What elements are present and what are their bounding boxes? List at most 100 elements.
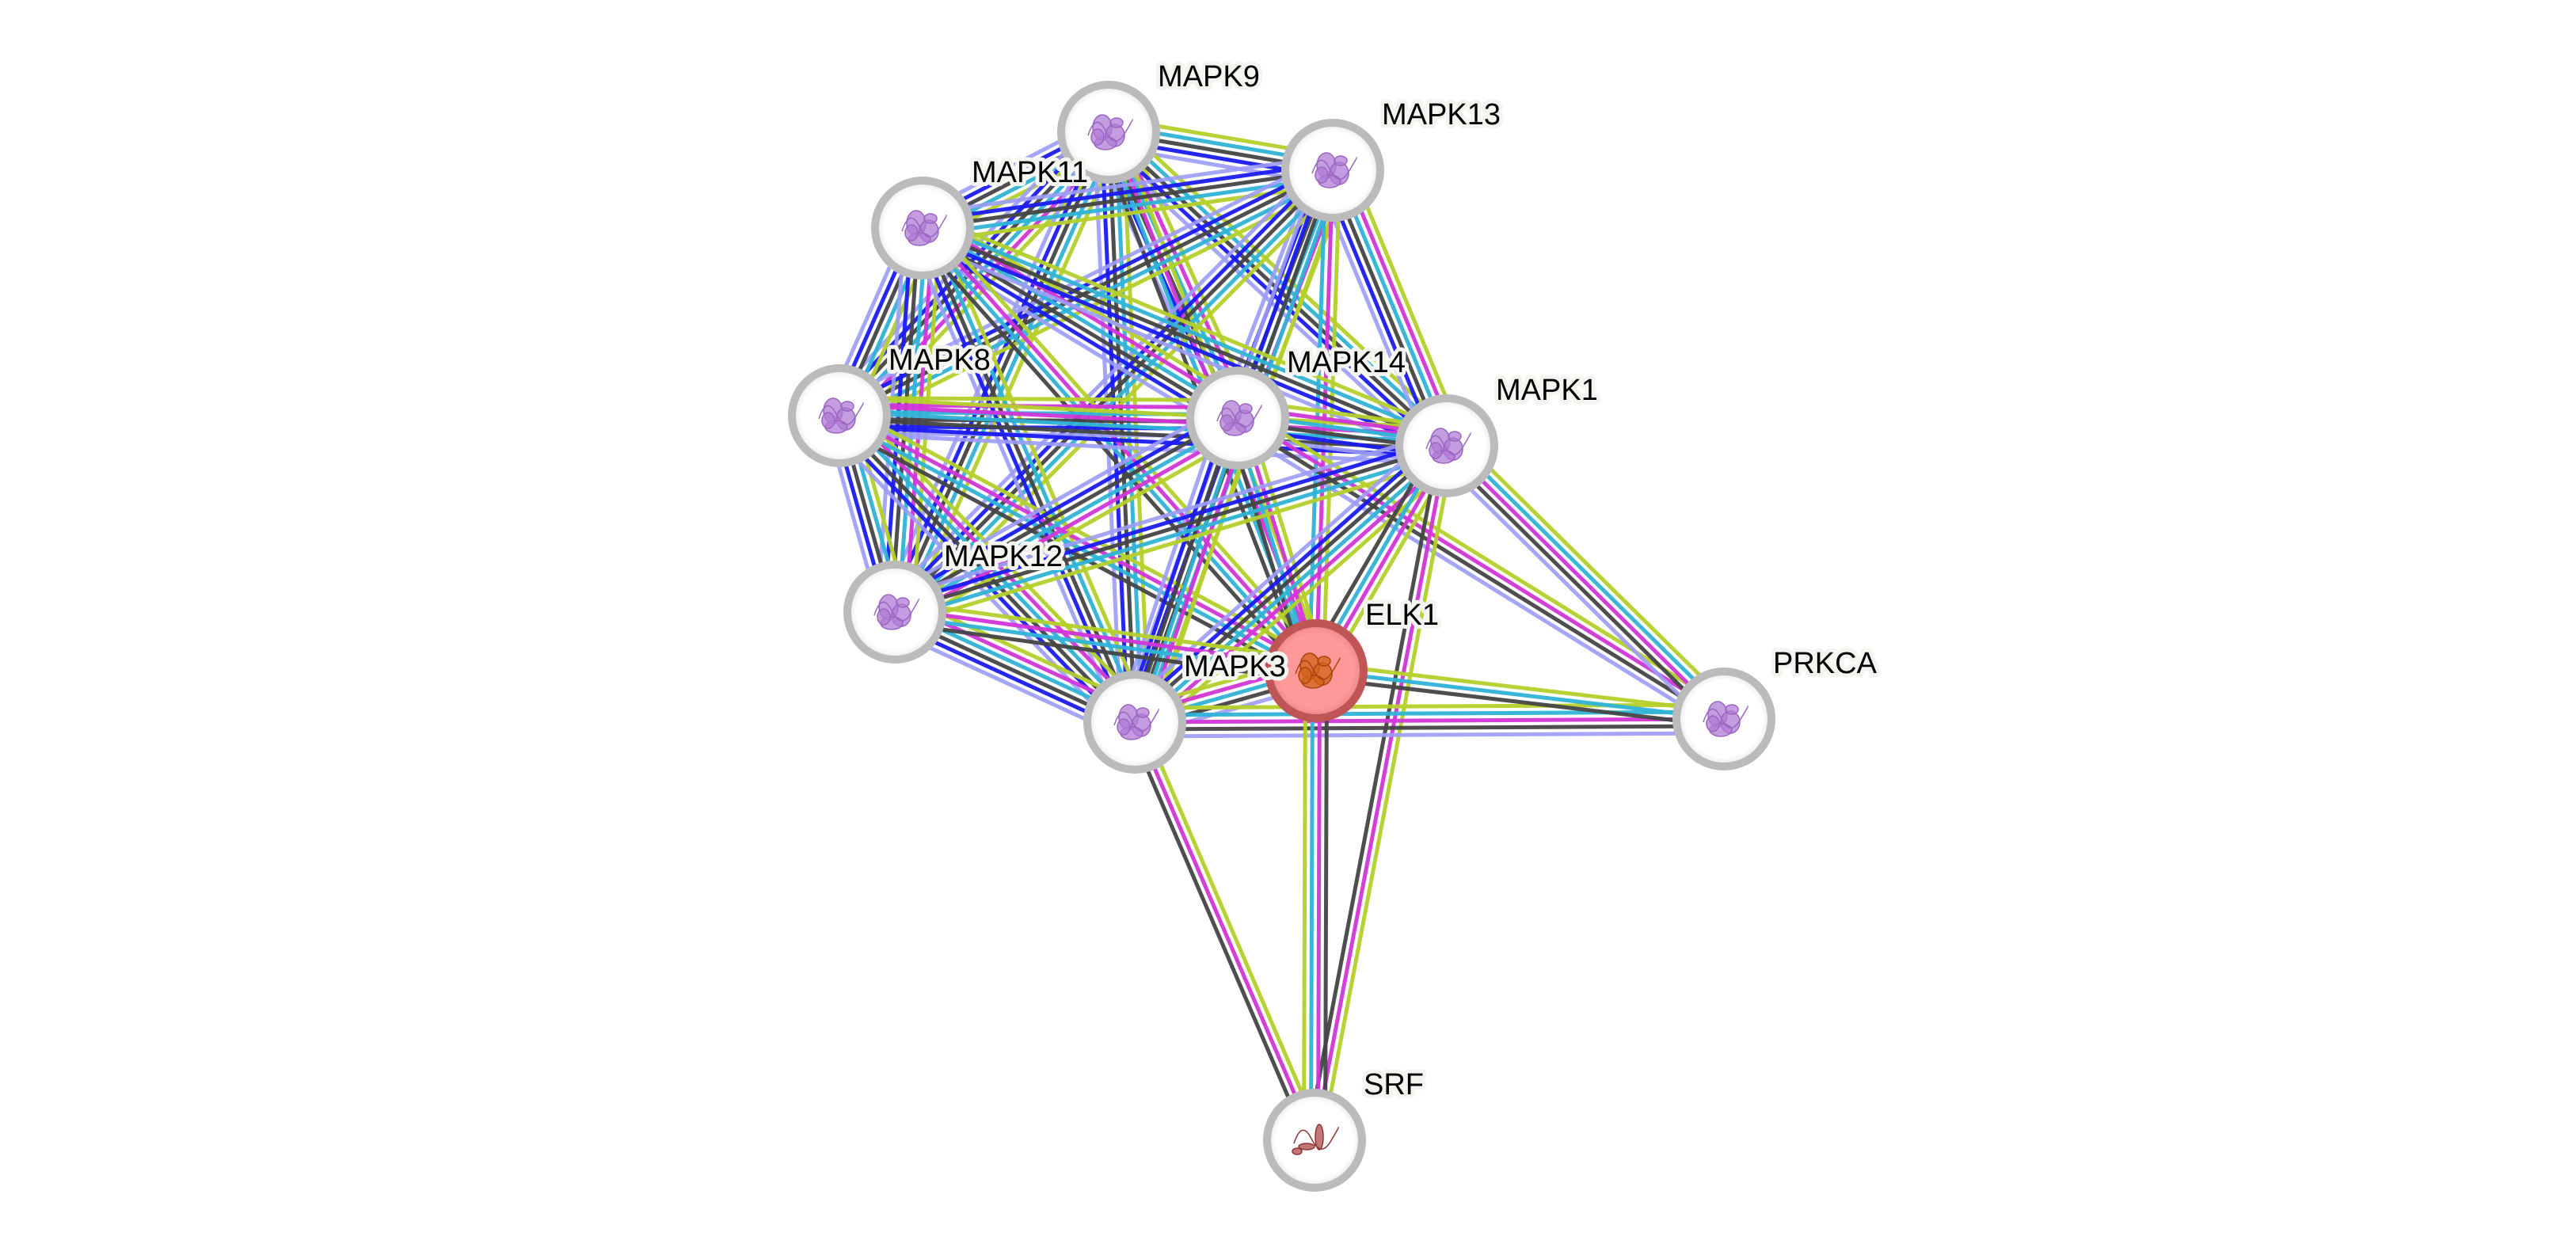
evidence-line-database (896, 451, 1450, 622)
evidence-line-coexpression (1131, 441, 1446, 721)
node-mapk8[interactable] (788, 364, 891, 467)
node-label-mapk8: MAPK8 (888, 344, 991, 377)
evidence-line-coexpression (1305, 443, 1442, 1139)
node-label-elk1: ELK1 (1365, 599, 1439, 632)
evidence-line-textmining (1139, 718, 1323, 1139)
protein-structure-icon (1703, 701, 1749, 737)
evidence-line-experiments (1445, 444, 1726, 721)
evidence-line-textmining (927, 213, 1453, 435)
evidence-line-experiments (899, 425, 1244, 623)
node-label-mapk3: MAPK3 (1184, 650, 1286, 683)
evidence-line-homology (1435, 455, 1716, 731)
node-mapk1[interactable] (1395, 394, 1498, 497)
edge-mapk1-mapk12[interactable] (890, 430, 1452, 628)
evidence-line-cooccurrence (1126, 436, 1441, 716)
node-label-mapk9: MAPK9 (1158, 60, 1260, 93)
evidence-line-experiments (1312, 445, 1449, 1141)
evidence-line-coexpression (893, 169, 1334, 614)
evidence-line-experiments (1117, 127, 1250, 415)
node-label-prkca: PRKCA (1773, 647, 1878, 680)
evidence-line-coexpression (892, 413, 1238, 611)
evidence-line-textmining (1455, 434, 1736, 710)
evidence-line-homology (838, 431, 1447, 466)
evidence-line-experiments (1316, 671, 1322, 1141)
evidence-line-homology (920, 154, 1331, 216)
evidence-line-textmining (1316, 661, 1726, 714)
evidence-line-coexpression (922, 168, 1334, 230)
protein-structure-icon (901, 210, 948, 246)
evidence-line-coexpression (1440, 449, 1721, 726)
edge-mapk14-mapk12[interactable] (885, 401, 1248, 630)
protein-structure-icon (1425, 428, 1472, 464)
evidence-line-database (895, 419, 1241, 618)
protein-structure-icon (873, 594, 920, 630)
evidence-line-homology (883, 158, 1324, 604)
evidence-line-database (1134, 709, 1724, 717)
evidence-line-database (836, 416, 1316, 676)
evidence-line-cooccurrence (915, 235, 1234, 429)
node-label-mapk12: MAPK12 (944, 540, 1063, 573)
evidence-line-textmining (1134, 702, 1724, 710)
node-label-mapk1: MAPK1 (1496, 374, 1598, 407)
evidence-line-database (1309, 670, 1315, 1140)
evidence-line-textmining (1242, 407, 1731, 712)
evidence-line-database (840, 133, 1113, 420)
evidence-line-homology (1135, 731, 1725, 739)
evidence-line-coexpression (922, 226, 1448, 448)
evidence-line-textmining (896, 599, 1318, 663)
evidence-line-cooccurrence (892, 436, 1446, 607)
evidence-line-coexpression (1315, 675, 1724, 728)
edge-mapk1-prkca[interactable] (1435, 434, 1736, 731)
protein-structure-icon (1295, 652, 1341, 689)
evidence-line-coexpression (1322, 671, 1329, 1141)
node-mapk11[interactable] (871, 177, 974, 280)
protein-structure-icon (1216, 400, 1263, 436)
edge-mapk3-srf[interactable] (1126, 718, 1323, 1144)
protein-structure-icon (1087, 114, 1134, 150)
evidence-line-homology (1314, 176, 1433, 454)
evidence-line-textmining (1319, 447, 1456, 1143)
edge-mapk3-prkca[interactable] (1134, 702, 1725, 739)
node-prkca[interactable] (1672, 668, 1775, 770)
evidence-line-textmining (839, 396, 1239, 403)
node-elk1[interactable] (1265, 619, 1368, 722)
evidence-line-database (1450, 439, 1731, 716)
node-mapk9[interactable] (1057, 81, 1160, 184)
evidence-line-textmining (1347, 162, 1466, 440)
evidence-line-textmining (898, 457, 1452, 628)
evidence-line-database (924, 219, 1451, 441)
evidence-line-database (1136, 447, 1451, 727)
node-mapk14[interactable] (1186, 367, 1289, 470)
node-label-mapk13: MAPK13 (1382, 98, 1501, 131)
protein-structure-icon (1113, 704, 1160, 740)
edge-elk1-srf[interactable] (1302, 670, 1329, 1141)
node-mapk12[interactable] (843, 561, 946, 664)
node-circle[interactable] (1263, 1089, 1366, 1192)
edge-mapk1-srf[interactable] (1305, 443, 1456, 1143)
evidence-line-experiments (1239, 413, 1727, 718)
edge-mapk13-mapk12[interactable] (883, 158, 1345, 624)
edge-mapk12-elk1[interactable] (892, 599, 1318, 683)
evidence-line-database (840, 412, 1140, 721)
evidence-line-cooccurrence (888, 163, 1330, 609)
evidence-line-coexpression (1135, 724, 1725, 732)
node-mapk13[interactable] (1281, 119, 1384, 222)
evidence-line-coexpression (1129, 416, 1237, 722)
evidence-line-textmining (934, 221, 1150, 717)
protein-structure-icon (1292, 1124, 1340, 1155)
evidence-line-coexpression (892, 620, 1315, 683)
node-layer (788, 81, 1775, 1192)
evidence-line-textmining (1302, 670, 1308, 1140)
evidence-line-database (898, 173, 1340, 619)
protein-structure-icon (818, 397, 865, 434)
evidence-line-coexpression (920, 227, 1137, 723)
node-srf[interactable] (1263, 1089, 1366, 1192)
node-label-mapk14: MAPK14 (1287, 346, 1406, 379)
evidence-line-homology (1116, 411, 1223, 717)
node-mapk3[interactable] (1083, 671, 1186, 774)
evidence-line-coexpression (1126, 724, 1311, 1144)
edge-elk1-prkca[interactable] (1315, 661, 1726, 728)
edge-layer (824, 116, 1736, 1144)
